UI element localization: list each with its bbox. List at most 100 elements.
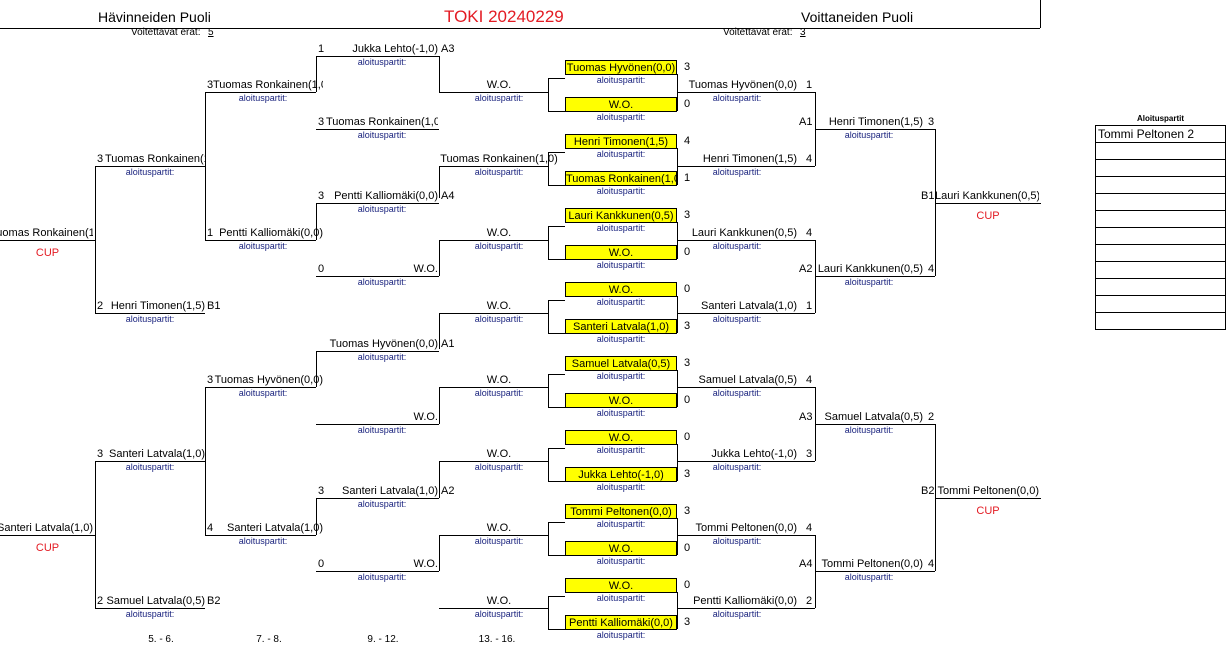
winners-r2-player[interactable]: Samuel Latvala(0,5) <box>698 374 797 386</box>
score-bottom[interactable]: 0 <box>684 394 691 406</box>
match-slot-bottom[interactable]: Santeri Latvala(1,0) <box>565 319 677 334</box>
losers-r9-score[interactable]: 0 <box>318 263 325 275</box>
losers-r7-score[interactable]: 3 <box>207 374 214 386</box>
score-top[interactable]: 3 <box>684 357 691 369</box>
losers-r9-player[interactable]: Tuomas Hyvönen(0,0) <box>329 338 438 350</box>
winners-r2-player[interactable]: Lauri Kankkunen(0,5) <box>691 227 797 239</box>
match-slot-bottom[interactable]: W.O. <box>565 97 677 112</box>
starting-games-cell[interactable] <box>1095 210 1226 228</box>
losers-r9-score[interactable]: 0 <box>318 558 325 570</box>
losers-r9-score[interactable]: 1 <box>318 43 325 55</box>
match-slot-top[interactable]: Tuomas Hyvönen(0,0) <box>565 60 677 75</box>
losers-r13-player[interactable]: W.O. <box>486 595 512 607</box>
losers-sets-value[interactable]: 5 <box>208 27 214 38</box>
losers-r9-player[interactable]: Tuomas Ronkainen(1,0) <box>326 116 438 128</box>
losers-r5-player[interactable]: Henri Timonen(1,5) <box>110 300 205 312</box>
losers-r5-score[interactable]: 2 <box>97 300 104 312</box>
match-slot-top[interactable]: Samuel Latvala(0,5) <box>565 356 677 371</box>
starting-games-cell[interactable] <box>1095 176 1226 194</box>
starting-games-cell[interactable] <box>1095 261 1226 279</box>
losers-r7-score[interactable]: 4 <box>207 522 214 534</box>
winners-r3-player[interactable]: Tommi Peltonen(0,0) <box>821 558 924 570</box>
score-top[interactable]: 0 <box>684 579 691 591</box>
score-top[interactable]: 3 <box>684 505 691 517</box>
match-slot-bottom[interactable]: Pentti Kalliomäki(0,0) <box>565 615 677 630</box>
winners-r2-score[interactable]: 4 <box>806 374 813 386</box>
losers-r13-player[interactable]: W.O. <box>486 79 512 91</box>
starting-games-cell[interactable] <box>1095 295 1226 313</box>
winners-r2-score[interactable]: 4 <box>806 522 813 534</box>
score-bottom[interactable]: 3 <box>684 320 691 332</box>
match-slot-top[interactable]: W.O. <box>565 578 677 593</box>
starting-games-cell[interactable] <box>1095 159 1226 177</box>
starting-games-cell[interactable] <box>1095 312 1226 330</box>
winners-r2-player[interactable]: Santeri Latvala(1,0) <box>701 300 797 312</box>
score-top[interactable]: 0 <box>684 283 691 295</box>
score-bottom[interactable]: 3 <box>684 468 691 480</box>
starting-games-cell[interactable] <box>1095 193 1226 211</box>
losers-r9-player[interactable]: Jukka Lehto(-1,0) <box>352 43 438 55</box>
match-slot-bottom[interactable]: W.O. <box>565 393 677 408</box>
losers-r9-player[interactable]: W.O. <box>413 558 438 570</box>
score-bottom[interactable]: 0 <box>684 98 691 110</box>
winners-r2-player[interactable]: Henri Timonen(1,5) <box>702 153 797 165</box>
winners-sets-value[interactable]: 3 <box>800 27 806 38</box>
losers-r9-player[interactable]: W.O. <box>413 263 438 275</box>
losers-r9-score[interactable]: 3 <box>318 190 325 202</box>
winners-r3-score[interactable]: 4 <box>928 263 935 275</box>
score-top[interactable]: 3 <box>684 61 691 73</box>
losers-r5-player[interactable]: Tuomas Ronkainen(1,0) <box>105 153 205 165</box>
winners-r2-score[interactable]: 4 <box>806 153 813 165</box>
match-slot-bottom[interactable]: W.O. <box>565 245 677 260</box>
winners-r3-player[interactable]: Samuel Latvala(0,5) <box>824 411 923 423</box>
winners-r2-player[interactable]: Pentti Kalliomäki(0,0) <box>693 595 797 607</box>
losers-r13-player[interactable]: W.O. <box>486 227 512 239</box>
losers-r7-score[interactable]: 1 <box>207 227 214 239</box>
winners-r3-score[interactable]: 3 <box>928 116 935 128</box>
winners-r2-score[interactable]: 1 <box>806 79 813 91</box>
losers-r7-player[interactable]: Pentti Kalliomäki(0,0) <box>219 227 323 239</box>
losers-final-player[interactable]: Santeri Latvala(1,0) <box>0 522 93 534</box>
losers-r13-player[interactable]: W.O. <box>486 448 512 460</box>
losers-r7-player[interactable]: Santeri Latvala(1,0) <box>227 522 323 534</box>
losers-r7-player[interactable]: Tuomas Ronkainen(1,0) <box>213 79 323 91</box>
losers-r5-score[interactable]: 2 <box>97 595 104 607</box>
winners-r2-player[interactable]: Jukka Lehto(-1,0) <box>711 448 797 460</box>
losers-r9-score[interactable]: 3 <box>318 116 325 128</box>
losers-r5-player[interactable]: Samuel Latvala(0,5) <box>106 595 205 607</box>
losers-final-player[interactable]: Tuomas Ronkainen(1,0) <box>0 227 93 239</box>
winners-r3-score[interactable]: 4 <box>928 558 935 570</box>
score-bottom[interactable]: 3 <box>684 616 691 628</box>
losers-r7-score[interactable]: 3 <box>207 79 214 91</box>
losers-r9-score[interactable]: 3 <box>318 485 325 497</box>
winners-r2-score[interactable]: 3 <box>806 448 813 460</box>
losers-r13-player[interactable]: W.O. <box>486 522 512 534</box>
match-slot-top[interactable]: W.O. <box>565 282 677 297</box>
winners-r2-player[interactable]: Tommi Peltonen(0,0) <box>695 522 798 534</box>
starting-games-cell[interactable]: Tommi Peltonen 2 <box>1095 125 1226 143</box>
losers-r5-player[interactable]: Santeri Latvala(1,0) <box>109 448 205 460</box>
winners-r2-score[interactable]: 1 <box>806 300 813 312</box>
score-bottom[interactable]: 1 <box>684 172 691 184</box>
losers-r13-player[interactable]: W.O. <box>486 300 512 312</box>
match-slot-bottom[interactable]: W.O. <box>565 541 677 556</box>
score-top[interactable]: 3 <box>684 209 691 221</box>
score-top[interactable]: 4 <box>684 135 691 147</box>
match-slot-bottom[interactable]: Jukka Lehto(-1,0) <box>565 467 677 482</box>
winners-r2-score[interactable]: 4 <box>806 227 813 239</box>
losers-r13-player[interactable]: W.O. <box>486 374 512 386</box>
losers-r5-score[interactable]: 3 <box>97 448 104 460</box>
losers-r9-player[interactable]: Santeri Latvala(1,0) <box>342 485 438 497</box>
score-top[interactable]: 0 <box>684 431 691 443</box>
match-slot-top[interactable]: Lauri Kankkunen(0,5) <box>565 208 677 223</box>
winners-r3-score[interactable]: 2 <box>928 411 935 423</box>
winners-r2-score[interactable]: 2 <box>806 595 813 607</box>
losers-r9-player[interactable]: W.O. <box>413 411 438 423</box>
starting-games-cell[interactable] <box>1095 227 1226 245</box>
winners-r2-player[interactable]: Tuomas Hyvönen(0,0) <box>688 79 797 91</box>
winners-final-player[interactable]: Lauri Kankkunen(0,5) <box>935 190 1039 202</box>
losers-r13-player[interactable]: Tuomas Ronkainen(1,0) <box>440 153 558 165</box>
losers-r5-score[interactable]: 3 <box>97 153 104 165</box>
starting-games-cell[interactable] <box>1095 142 1226 160</box>
match-slot-bottom[interactable]: Tuomas Ronkainen(1,0) <box>565 171 677 186</box>
